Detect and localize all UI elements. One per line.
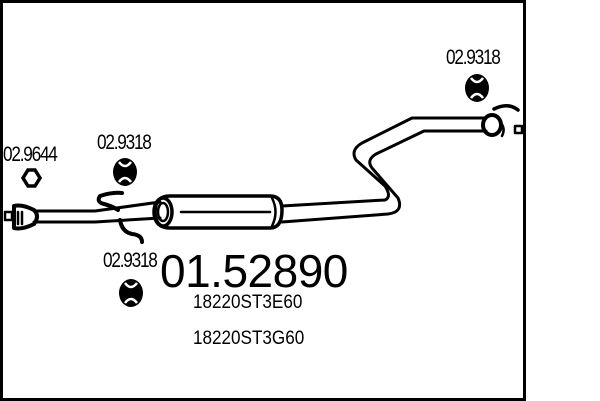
callout-hanger-mid: 02.9318 bbox=[103, 249, 158, 272]
muffler-icon bbox=[152, 194, 284, 230]
pipe-bracket-icon bbox=[96, 190, 144, 244]
callout-hanger-rear: 02.9318 bbox=[446, 46, 501, 69]
sealing-ring-icon bbox=[20, 168, 43, 188]
oem-number-1: 18220ST3E60 bbox=[193, 292, 303, 313]
rear-flange-icon bbox=[481, 104, 524, 138]
main-part-number: 01.52890 bbox=[160, 245, 348, 297]
callout-ring-front: 02.9644 bbox=[3, 143, 58, 166]
rubber-hanger-icon-rear bbox=[465, 74, 489, 102]
callout-hanger-front: 02.9318 bbox=[97, 131, 152, 154]
rear-pipe-top bbox=[280, 116, 488, 208]
front-pipe-top bbox=[32, 200, 162, 213]
front-flange-icon bbox=[3, 203, 39, 231]
rear-pipe-bottom bbox=[280, 129, 488, 224]
rubber-hanger-icon-front bbox=[113, 158, 137, 186]
oem-number-2: 18220ST3G60 bbox=[193, 328, 305, 349]
front-pipe-bottom bbox=[32, 216, 162, 224]
rubber-hanger-icon-mid bbox=[119, 279, 143, 307]
